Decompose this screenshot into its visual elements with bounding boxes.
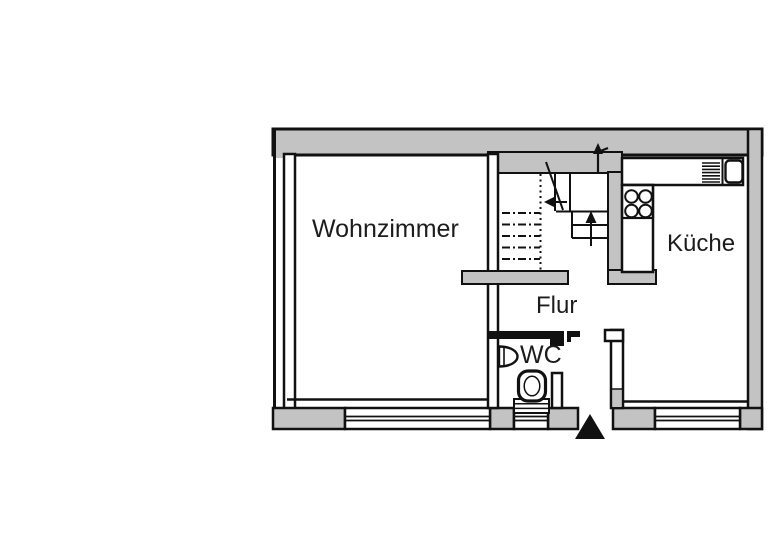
stair-kitchen-wall <box>607 171 623 273</box>
wash-basin-icon <box>497 345 519 368</box>
bottom-wall-segment <box>271 406 347 431</box>
right-room-west-wall-lower <box>612 389 622 407</box>
stair-upper-treads-dashed <box>502 212 540 260</box>
door-jamb-stub-leg <box>567 331 571 342</box>
room-label-wc: WC <box>520 341 562 369</box>
wc-north-wall-jamb <box>550 339 564 346</box>
bottom-wall <box>271 398 764 431</box>
bottom-wall-segment <box>546 406 580 431</box>
window-right-room <box>653 406 742 431</box>
bottom-wall-segment <box>738 406 764 431</box>
wc-fixtures <box>497 345 550 414</box>
staircase <box>502 143 609 270</box>
stair-exit-arrow-icon <box>593 143 609 172</box>
entrance-arrow-icon <box>575 414 605 439</box>
left-inner-wall <box>282 152 297 412</box>
wc-north-wall <box>488 331 564 339</box>
toilet-icon <box>513 369 550 414</box>
bottom-wall-segment <box>611 406 657 431</box>
stair-up-arrow <box>585 211 597 246</box>
kitchen-sink-icon <box>724 159 744 184</box>
room-label-wohnzimmer: Wohnzimmer <box>312 215 459 243</box>
kitchen-fittings <box>620 156 745 274</box>
stair-left-arrow <box>544 197 567 207</box>
bottom-wall-segment <box>488 406 516 431</box>
door-jamb-stub <box>567 331 580 337</box>
top-wall-stair-section <box>487 151 623 174</box>
room-label-kueche: Küche <box>667 230 735 257</box>
interior-walls <box>461 152 657 410</box>
wc-east-wall <box>550 371 564 410</box>
sink-drainer-icon <box>702 162 720 183</box>
right-room-wall-notch <box>603 328 625 343</box>
stair-landing-steps <box>556 210 608 239</box>
stair-podium-wall <box>461 270 569 285</box>
window-wohnzimmer <box>343 406 492 431</box>
right-wall <box>746 127 764 431</box>
room-label-flur: Flur <box>536 292 577 319</box>
stove-icon <box>620 183 655 220</box>
